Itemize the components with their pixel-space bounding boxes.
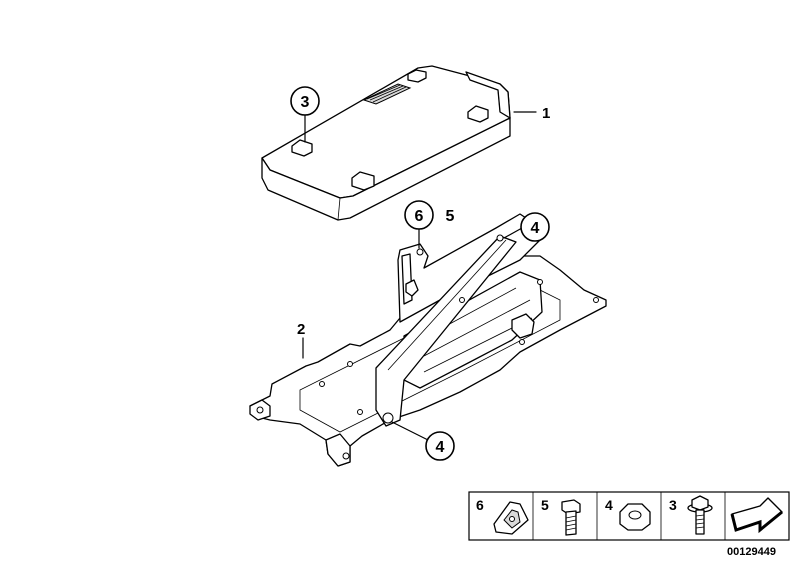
callout-6: 6 bbox=[404, 200, 434, 249]
control-module bbox=[261, 65, 511, 221]
part-number-2: 2 bbox=[297, 321, 305, 338]
clip-nut-icon bbox=[493, 501, 529, 535]
legend-item-3: 3 bbox=[669, 495, 713, 535]
diagram-id: 00129449 bbox=[727, 546, 776, 558]
callout-3: 3 bbox=[290, 86, 320, 143]
svg-text:3: 3 bbox=[301, 94, 310, 111]
svg-text:5: 5 bbox=[541, 497, 549, 513]
callout-4-bottom: 4 bbox=[391, 421, 455, 461]
svg-text:6: 6 bbox=[476, 497, 484, 513]
flange-bolt-icon bbox=[687, 495, 713, 535]
mounting-bracket bbox=[249, 213, 607, 467]
callout-5: 5 bbox=[446, 208, 455, 225]
hex-nut-icon bbox=[619, 503, 651, 531]
legend-item-6: 6 bbox=[476, 497, 529, 535]
svg-text:4: 4 bbox=[605, 497, 613, 513]
bolt-icon bbox=[561, 499, 581, 536]
svg-text:4: 4 bbox=[531, 220, 540, 237]
svg-text:6: 6 bbox=[415, 208, 424, 225]
svg-text:4: 4 bbox=[436, 439, 445, 456]
callout-4-top: 4 bbox=[503, 212, 550, 242]
part-number-1: 1 bbox=[542, 105, 550, 122]
parts-legend: 6 5 4 3 bbox=[468, 491, 790, 541]
svg-text:3: 3 bbox=[669, 497, 677, 513]
direction-arrow-icon bbox=[730, 497, 783, 534]
legend-item-5: 5 bbox=[541, 497, 581, 536]
mounting-tab bbox=[291, 69, 489, 191]
vent-grille bbox=[362, 83, 412, 105]
legend-item-4: 4 bbox=[605, 497, 651, 531]
